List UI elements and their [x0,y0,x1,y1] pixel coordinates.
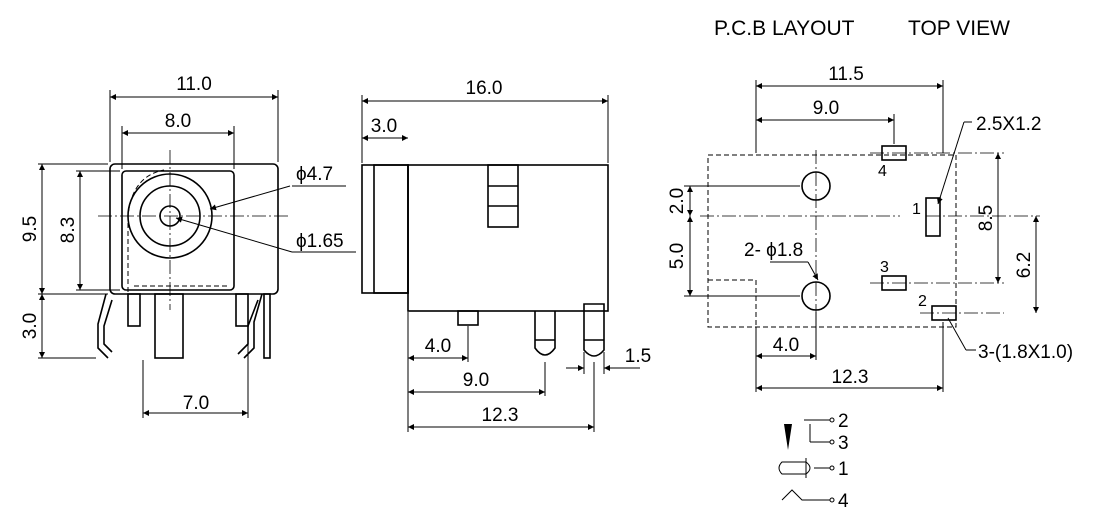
pcb-pad-label-3: 3 [880,259,889,276]
front-view: 11.0 8.0 9.5 8.3 3.0 7.0 ϕ4.7 ϕ1.65 [20,74,356,418]
front-width-outer: 11.0 [176,74,212,95]
title-pcb-layout: P.C.B LAYOUT [714,17,855,40]
front-pin-spacing: 7.0 [183,393,209,414]
schematic-pin-4: 4 [838,491,849,512]
side-pin-3 [583,303,605,357]
schematic-plug [778,461,811,475]
pcb-layout: P.C.B LAYOUT TOP VIEW [667,17,1073,392]
side-view: 16.0 3.0 4.0 9.0 12.3 1.5 [361,78,651,432]
pcb-pad-label-4: 4 [878,163,887,180]
title-top-view: TOP VIEW [908,17,1010,40]
pcb-pad-spacing-b: 6.2 [1014,252,1035,278]
schematic-pin-1: 1 [838,459,849,480]
pcb-pad-label-2: 2 [918,293,927,310]
front-height-inner: 8.3 [58,217,79,243]
side-pin-pos-2: 9.0 [463,370,489,391]
schematic: 2 3 1 4 [778,411,849,512]
pcb-pad-label-1: 1 [912,201,921,218]
schematic-contact-blade [784,424,792,450]
side-pin-2 [534,311,556,356]
pcb-pad-size-top: 2.5X1.2 [976,114,1042,135]
pcb-pad-spacing-a: 8.5 [976,205,997,231]
pcb-pad-size-bottom: 3-(1.8X1.0) [978,342,1073,363]
pcb-hole-spacing-b: 5.0 [667,243,688,269]
front-height-total: 9.5 [20,216,41,242]
schematic-pin-3: 3 [838,433,849,454]
pcb-width-outer: 11.5 [828,64,864,85]
pcb-hole-bottom [801,281,831,311]
side-flange [361,164,409,294]
side-flange-width: 3.0 [371,116,397,137]
side-length-total: 16.0 [466,78,503,99]
schematic-switch [781,489,830,501]
side-pin-pos-1: 4.0 [425,336,451,357]
front-pin-left [97,293,113,359]
pcb-hole-spacing-a: 2.0 [667,188,688,214]
schematic-pin-2: 2 [838,411,849,432]
pcb-hole-diameter: 2- ϕ1.8 [744,240,803,261]
pcb-pad-1 [925,197,941,237]
pcb-hole-top [801,171,831,201]
front-pin-diameter: ϕ1.65 [296,231,344,252]
front-inner-outline [121,170,235,291]
front-width-inner: 8.0 [165,111,191,132]
side-pin-1 [457,310,479,326]
side-latch [487,164,519,228]
front-pin-height: 3.0 [20,313,41,339]
front-pin-center [154,293,184,359]
pcb-length: 12.3 [832,367,869,388]
pcb-offset: 4.0 [773,335,799,356]
pcb-outline [707,154,957,328]
front-hole-diameter: ϕ4.7 [296,164,333,185]
side-pin-pos-3: 12.3 [482,405,519,426]
side-pin-width: 1.5 [625,346,651,367]
pcb-width-inner: 9.0 [813,98,839,119]
side-body [407,164,609,312]
front-body-outline [109,163,279,295]
